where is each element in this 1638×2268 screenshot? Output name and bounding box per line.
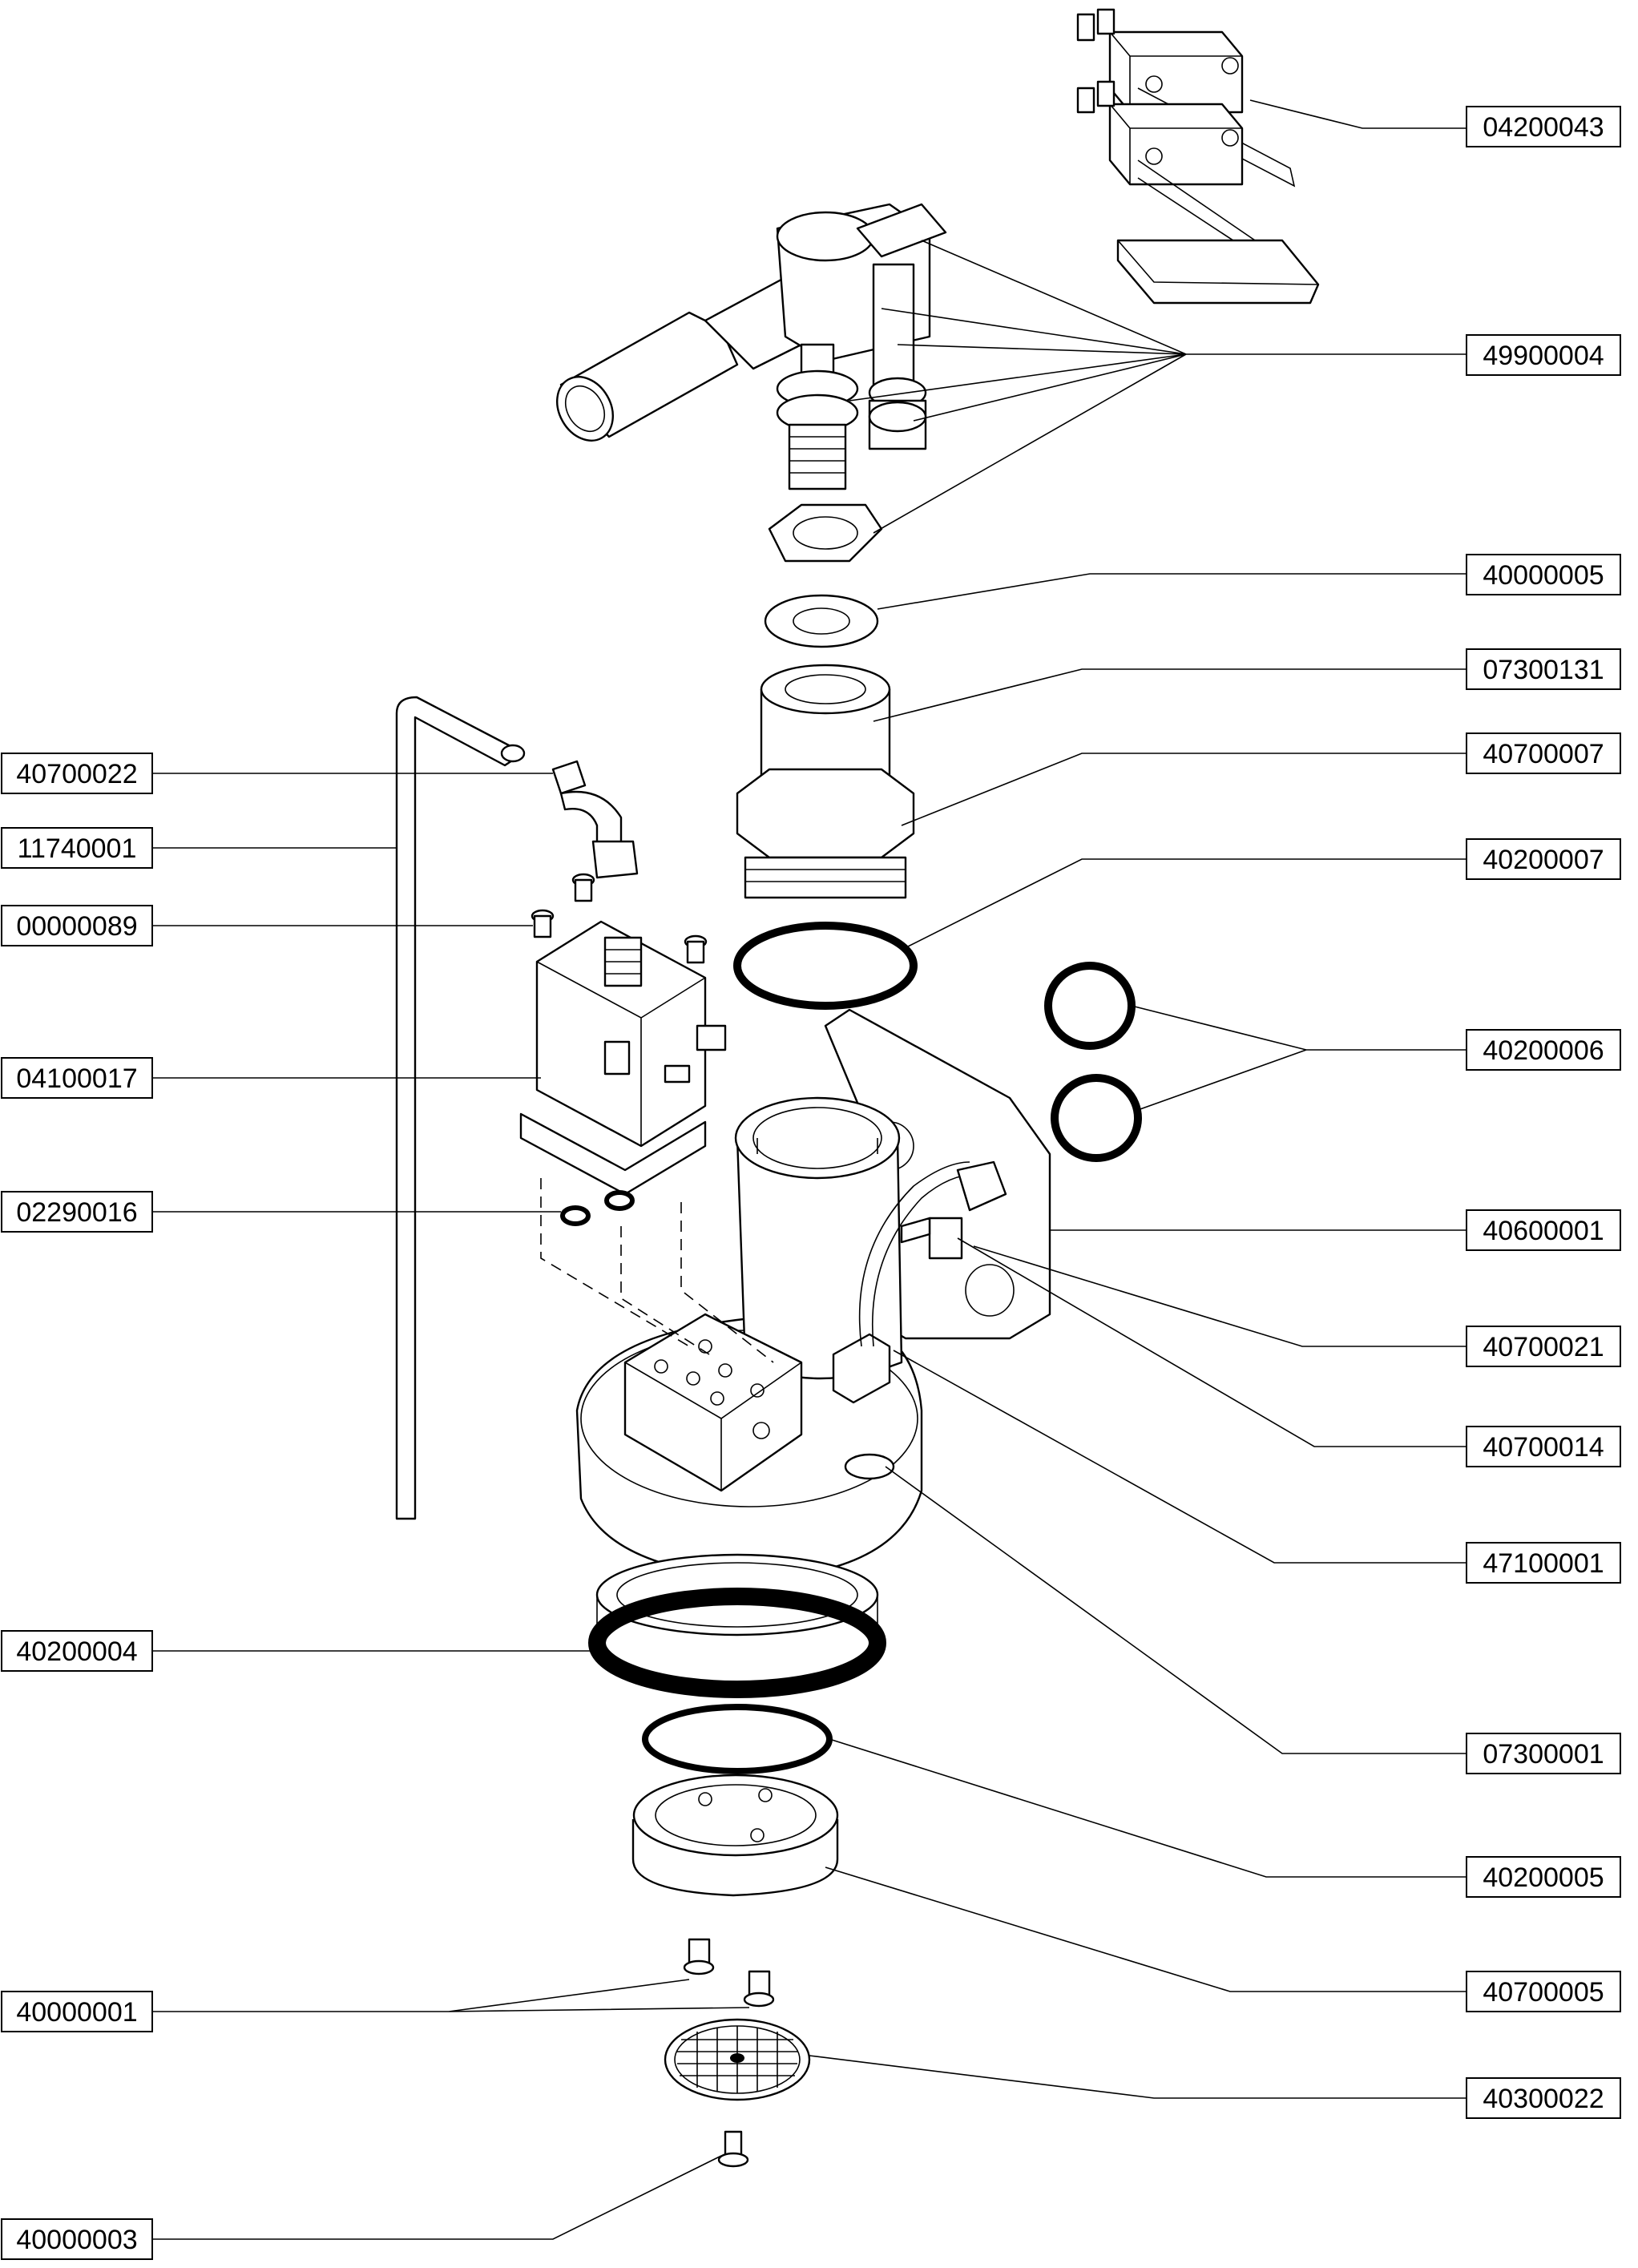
steam-pipe (395, 696, 526, 1520)
svg-text:02290016: 02290016 (16, 1197, 137, 1228)
o-ring-upper (1044, 962, 1136, 1050)
svg-text:40000001: 40000001 (16, 1997, 137, 2028)
svg-text:04100017: 04100017 (16, 1063, 137, 1094)
label-40700007: 40700007 (1466, 732, 1621, 774)
label-40000003: 40000003 (1, 2218, 153, 2260)
label-04200043: 04200043 (1466, 106, 1621, 147)
hex-nut (768, 503, 883, 563)
label-40200006: 40200006 (1466, 1029, 1621, 1071)
label-49900004: 49900004 (1466, 334, 1621, 376)
part-labels: 04200043 49900004 40000005 07300131 4070… (1, 106, 1621, 2260)
label-40700022: 40700022 (1, 753, 153, 794)
svg-text:40300022: 40300022 (1483, 2084, 1604, 2114)
solenoid-valve (519, 920, 727, 1196)
svg-text:40700007: 40700007 (1483, 739, 1604, 769)
svg-text:40700022: 40700022 (16, 759, 137, 789)
group-gasket (588, 1553, 886, 1698)
o-ring-lower (1051, 1074, 1142, 1162)
label-40200007: 40200007 (1466, 838, 1621, 880)
center-screw (717, 2130, 749, 2168)
svg-text:40200006: 40200006 (1483, 1035, 1604, 1066)
label-02290016: 02290016 (1, 1191, 153, 1233)
washer (764, 594, 879, 648)
hex-fitting (736, 768, 915, 899)
label-00000089: 00000089 (1, 905, 153, 946)
small-o-ring-a (560, 1205, 591, 1226)
svg-text:40700014: 40700014 (1483, 1432, 1604, 1463)
svg-text:07300131: 07300131 (1483, 655, 1604, 685)
microswitch-assembly (1076, 8, 1320, 305)
label-07300001: 07300001 (1466, 1733, 1621, 1774)
label-40000005: 40000005 (1466, 554, 1621, 595)
label-40200004: 40200004 (1, 1630, 153, 1672)
label-47100001: 47100001 (1466, 1542, 1621, 1584)
svg-text:00000089: 00000089 (16, 911, 137, 942)
lever-valve-assembly (556, 203, 947, 490)
small-o-ring-b (604, 1190, 635, 1211)
svg-text:47100001: 47100001 (1483, 1548, 1604, 1579)
svg-text:40200007: 40200007 (1483, 845, 1604, 875)
shower-holder (631, 1774, 839, 1897)
label-40600001: 40600001 (1466, 1209, 1621, 1251)
svg-text:40700005: 40700005 (1483, 1977, 1604, 2008)
assembly-dash-lines (540, 1178, 774, 1363)
label-11740001: 11740001 (1, 827, 153, 869)
label-40300022: 40300022 (1466, 2077, 1621, 2119)
screws (531, 873, 708, 964)
o-ring-shower (642, 1704, 833, 1774)
shower-screen (664, 2018, 811, 2101)
label-04100017: 04100017 (1, 1057, 153, 1099)
group-body (575, 1096, 1007, 1580)
svg-text:11740001: 11740001 (18, 833, 137, 864)
svg-text:07300001: 07300001 (1483, 1739, 1604, 1770)
o-ring-large (733, 922, 918, 1010)
elbow-fitting (551, 760, 639, 879)
label-40200005: 40200005 (1466, 1856, 1621, 1898)
leader-lines (152, 99, 1467, 2240)
shower-screws (683, 1938, 775, 2008)
svg-text:49900004: 49900004 (1483, 341, 1604, 371)
label-40000001: 40000001 (1, 1991, 153, 2032)
small-fittings (900, 1217, 963, 1260)
label-07300131: 07300131 (1466, 648, 1621, 690)
threaded-sleeve (760, 664, 891, 795)
svg-text:40000003: 40000003 (16, 2225, 137, 2255)
svg-text:40200004: 40200004 (16, 1636, 137, 1667)
svg-text:40600001: 40600001 (1483, 1216, 1604, 1246)
label-40700014: 40700014 (1466, 1426, 1621, 1467)
svg-text:40200005: 40200005 (1483, 1862, 1604, 1893)
svg-text:40000005: 40000005 (1483, 560, 1604, 591)
label-40700005: 40700005 (1466, 1971, 1621, 2012)
svg-text:40700021: 40700021 (1483, 1332, 1604, 1362)
svg-text:04200043: 04200043 (1483, 112, 1604, 143)
label-40700021: 40700021 (1466, 1326, 1621, 1367)
